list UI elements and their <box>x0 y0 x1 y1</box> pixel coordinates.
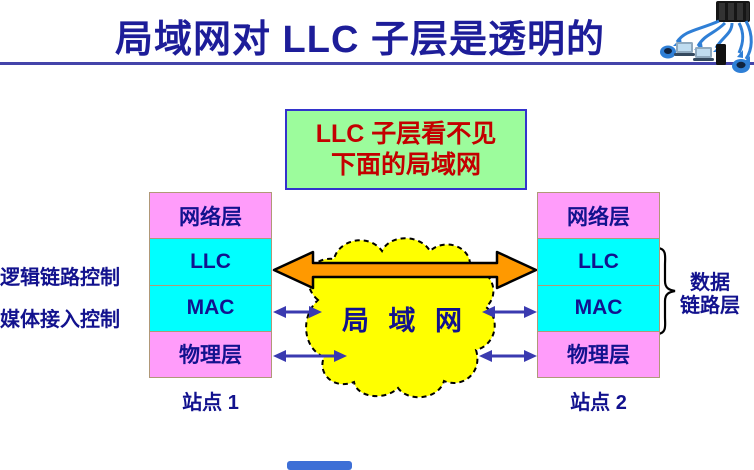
llc-double-arrow <box>272 250 538 290</box>
station1-llc-layer: LLC <box>150 239 271 285</box>
station1-network-layer: 网络层 <box>150 193 271 239</box>
station2-physical-layer: 物理层 <box>538 331 659 377</box>
data-link-brace <box>657 246 676 336</box>
llc-side-label: 逻辑链路控制 <box>0 267 120 289</box>
station2-stack: 网络层 LLC MAC 物理层 <box>537 192 660 378</box>
server-icon <box>716 1 750 22</box>
data-link-layer-line2: 链路层 <box>680 295 740 317</box>
station2-caption: 站点 2 <box>570 392 627 414</box>
station1-stack: 网络层 LLC MAC 物理层 <box>149 192 272 378</box>
callout-box: LLC 子层看不见 下面的局域网 <box>285 109 527 190</box>
station1-mac-layer: MAC <box>150 285 271 331</box>
phy-arrows <box>273 350 537 362</box>
station1-physical-layer: 物理层 <box>150 331 271 377</box>
data-link-layer-label: 数据 链路层 <box>668 272 752 318</box>
station1-caption: 站点 1 <box>182 392 239 414</box>
station2-llc-layer: LLC <box>538 239 659 285</box>
mac-side-label: 媒体接入控制 <box>0 309 120 331</box>
data-link-layer-line1: 数据 <box>690 272 730 294</box>
page-title: 局域网对 LLC 子层是透明的 <box>115 19 605 61</box>
lan-cloud-label: 局 域 网 <box>341 306 468 336</box>
mac-arrows <box>273 306 537 318</box>
station2-network-layer: 网络层 <box>538 193 659 239</box>
callout-line1: LLC 子层看不见 <box>315 119 497 148</box>
network-devices-icon <box>660 1 753 73</box>
devices-icons <box>660 42 750 73</box>
station2-mac-layer: MAC <box>538 285 659 331</box>
header-divider <box>0 62 754 65</box>
callout-line2: 下面的局域网 <box>330 150 481 179</box>
bottom-accent-bar <box>287 461 352 470</box>
